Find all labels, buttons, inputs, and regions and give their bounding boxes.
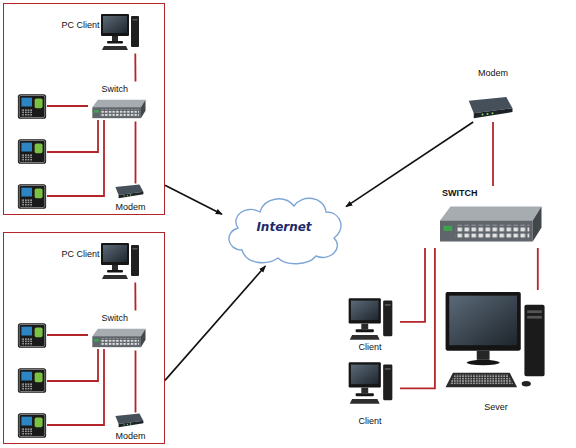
node-label: Modem [460, 68, 526, 79]
modem-icon [469, 97, 513, 118]
terminal-wire [47, 106, 104, 196]
modem-device: Modem [108, 413, 152, 441]
fingerprint-terminal [18, 184, 46, 209]
network-cable [134, 54, 136, 82]
pc-icon [349, 362, 393, 403]
node-label: SWITCH [442, 188, 478, 199]
switch-icon [92, 100, 145, 118]
site-frame: PC ClientSwitchModem [3, 232, 165, 444]
modem-device: Modem [108, 184, 152, 212]
server-icon [446, 292, 545, 387]
node-label: Client [340, 342, 400, 353]
fingerprint-terminal [18, 139, 46, 164]
fingerprint-terminal [18, 94, 46, 119]
internet-cloud: Internet [222, 190, 346, 266]
switch-device: Switch [88, 311, 148, 351]
node-label: Modem [116, 202, 146, 213]
connection-arrow [165, 185, 222, 214]
node-label: Switch [102, 84, 129, 95]
network-cable [400, 248, 435, 388]
pc-icon [349, 298, 393, 339]
node-label: Modem [116, 431, 146, 442]
switch-icon [440, 207, 542, 242]
connection-arrow [165, 266, 265, 380]
modem-device: Modem [460, 68, 526, 122]
site-illustration [18, 14, 146, 209]
network-cable [400, 248, 425, 322]
client-pc: Client [340, 356, 400, 428]
server: Sever [442, 290, 550, 415]
switch-device: Switch [88, 82, 148, 122]
node-label: Switch [102, 313, 129, 324]
network-cable [135, 122, 137, 184]
switch-device: SWITCH [420, 186, 544, 248]
node-label: Internet [222, 220, 346, 234]
modem-icon [115, 185, 143, 199]
pc-client: PC Client [55, 239, 140, 283]
site-frame: PC ClientSwitchModem [3, 3, 165, 215]
network-cable [537, 248, 539, 290]
node-label: PC Client [62, 249, 100, 260]
node-label: PC Client [62, 20, 100, 31]
network-cable [492, 122, 494, 186]
pc-icon [101, 14, 139, 50]
pc-client: PC Client [55, 10, 140, 54]
network-cable [134, 283, 136, 311]
site-illustration [18, 243, 146, 438]
network-cable [135, 351, 137, 413]
node-label: Sever [442, 402, 550, 413]
client-pc: Client [340, 294, 400, 356]
connection-arrow [346, 122, 473, 207]
node-label: Client [340, 416, 400, 427]
